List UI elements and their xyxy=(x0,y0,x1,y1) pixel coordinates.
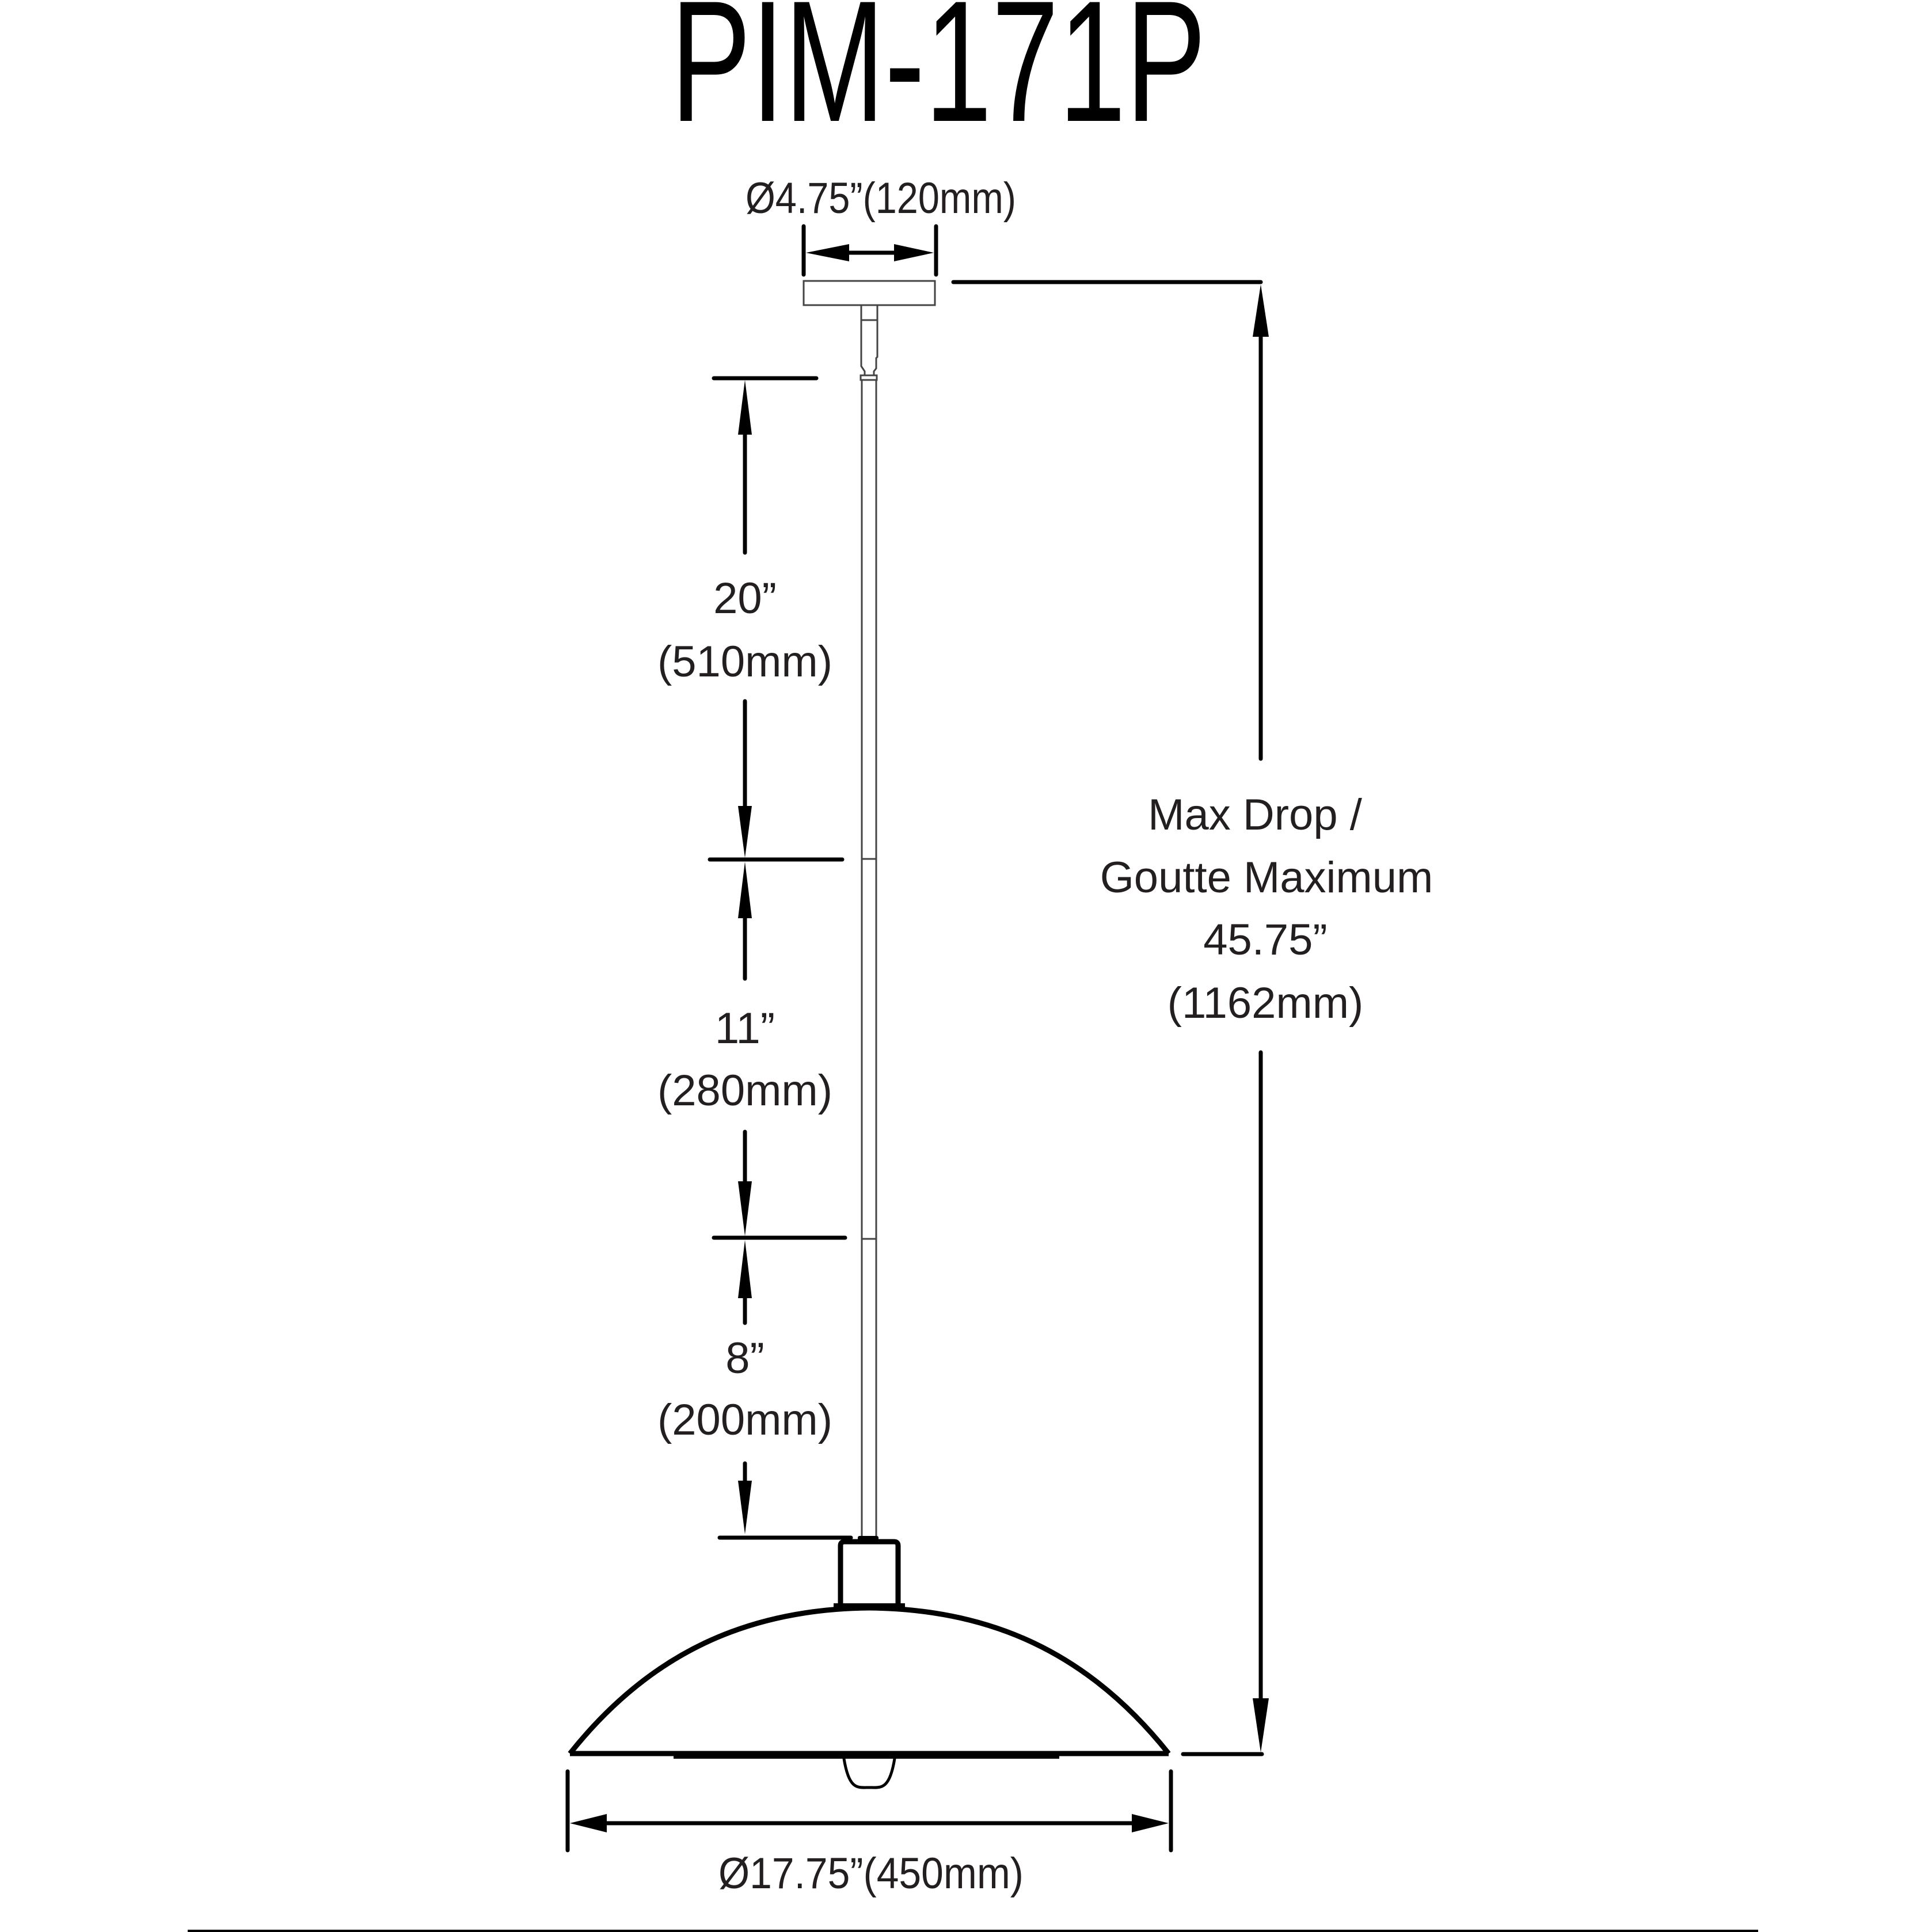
rod-segment-3-dimension xyxy=(738,1240,752,1534)
canopy xyxy=(803,280,936,306)
canopy-stem xyxy=(859,304,878,381)
rod-segment-1-dimension xyxy=(738,380,752,858)
rod-segment-3-mm: (200mm) xyxy=(657,1395,832,1444)
rod-segment-1-inches: 20” xyxy=(713,574,777,623)
max-drop-inches: 45.75” xyxy=(1203,915,1328,964)
lamp-shade xyxy=(568,1605,1171,1759)
shade-diameter-label: Ø17.75”(450mm) xyxy=(718,1849,1024,1898)
rod-segment-3-inches: 8” xyxy=(725,1334,765,1383)
rod-segment-1-mm: (510mm) xyxy=(657,637,832,686)
rod-segment-2-inches: 11” xyxy=(715,1004,775,1053)
rod xyxy=(861,380,877,1538)
max-drop-label-line2: Goutte Maximum xyxy=(1100,853,1433,902)
max-drop-dimension xyxy=(951,280,1269,1756)
bulb xyxy=(842,1757,896,1789)
rod-segment-2-mm: (280mm) xyxy=(657,1066,832,1115)
max-drop-mm: (1162mm) xyxy=(1167,979,1364,1028)
canopy-diameter-label: Ø4.75”(120mm) xyxy=(746,174,1016,223)
socket-housing xyxy=(834,1536,905,1609)
bottom-border-line xyxy=(188,1930,1758,1932)
product-title: PIM-171P xyxy=(671,0,1206,158)
rod-segment-2-dimension xyxy=(738,862,752,1236)
max-drop-label-line1: Max Drop / xyxy=(1148,790,1363,839)
shade-diameter-dimension xyxy=(565,1769,1173,1853)
canopy-diameter-arrow xyxy=(801,224,938,277)
